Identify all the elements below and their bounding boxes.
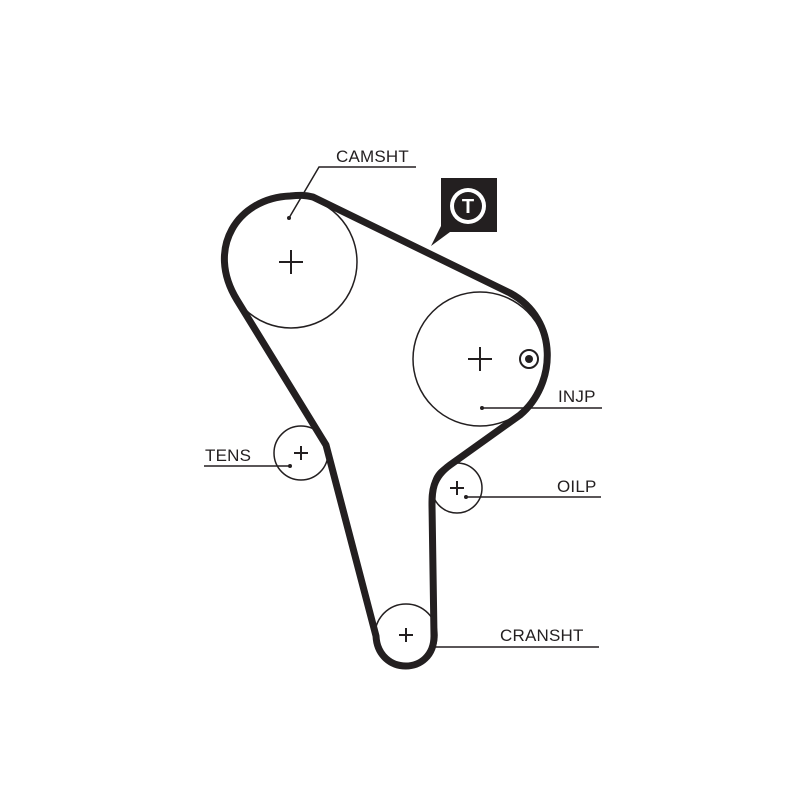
crankshaft-leader bbox=[430, 645, 599, 649]
crankshaft-label: CRANSHT bbox=[500, 626, 584, 645]
timing-mark-icon bbox=[519, 349, 539, 369]
camshaft-label: CAMSHT bbox=[336, 147, 409, 166]
camshaft-leader bbox=[287, 166, 416, 220]
injection-pump-leader bbox=[480, 406, 602, 410]
injection-pump-label: INJP bbox=[558, 387, 596, 406]
tension-badge-letter: T bbox=[462, 196, 474, 218]
timing-belt bbox=[220, 191, 551, 670]
tensioner-leader bbox=[204, 464, 292, 468]
oil-pump-label: OILP bbox=[557, 477, 597, 496]
tension-marker-badge bbox=[431, 178, 497, 246]
tensioner-label: TENS bbox=[205, 446, 251, 465]
oil-pump-leader bbox=[464, 495, 601, 499]
